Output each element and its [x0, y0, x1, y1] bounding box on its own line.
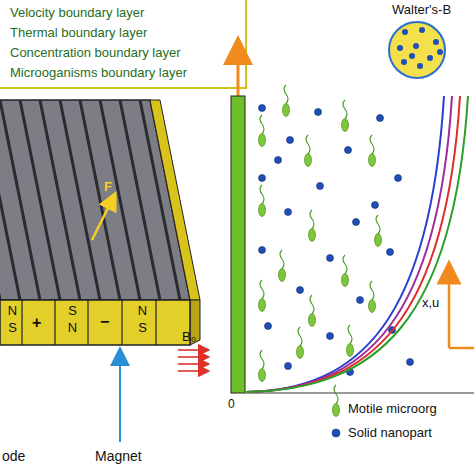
label: x,u	[422, 296, 439, 310]
coordinate-arrow	[448, 272, 451, 348]
force-arrow	[92, 200, 112, 240]
label: +	[32, 314, 41, 332]
label: S N	[66, 303, 79, 337]
label: N S	[6, 303, 19, 337]
x-axis	[245, 392, 474, 394]
label: 0	[228, 398, 235, 411]
riga-plate-side	[150, 100, 200, 300]
fluid-circle	[389, 22, 445, 78]
legend-frame	[0, 0, 246, 88]
wall	[231, 96, 245, 393]
legend-text: Motile microorg	[348, 402, 437, 416]
legend-text: Concentration boundary layer	[10, 46, 181, 60]
riga-plate-front	[0, 300, 190, 345]
magnet-arrow	[119, 356, 121, 442]
label: Magnet	[95, 449, 142, 464]
label: Walter's-B	[392, 3, 451, 17]
boundary-layers	[246, 96, 468, 392]
legend-text: Microoganisms boundary layer	[10, 66, 187, 80]
axis-arrow	[237, 50, 240, 96]
legend-text: Solid nanopart	[348, 426, 432, 440]
legend-text: Velocity boundary layer	[10, 6, 144, 20]
label: F	[104, 180, 112, 194]
legend-text: Thermal boundary layer	[10, 26, 147, 40]
label: ode	[2, 449, 25, 464]
label: −	[100, 313, 109, 331]
label: B₀	[182, 330, 196, 344]
label: N S	[136, 303, 149, 337]
